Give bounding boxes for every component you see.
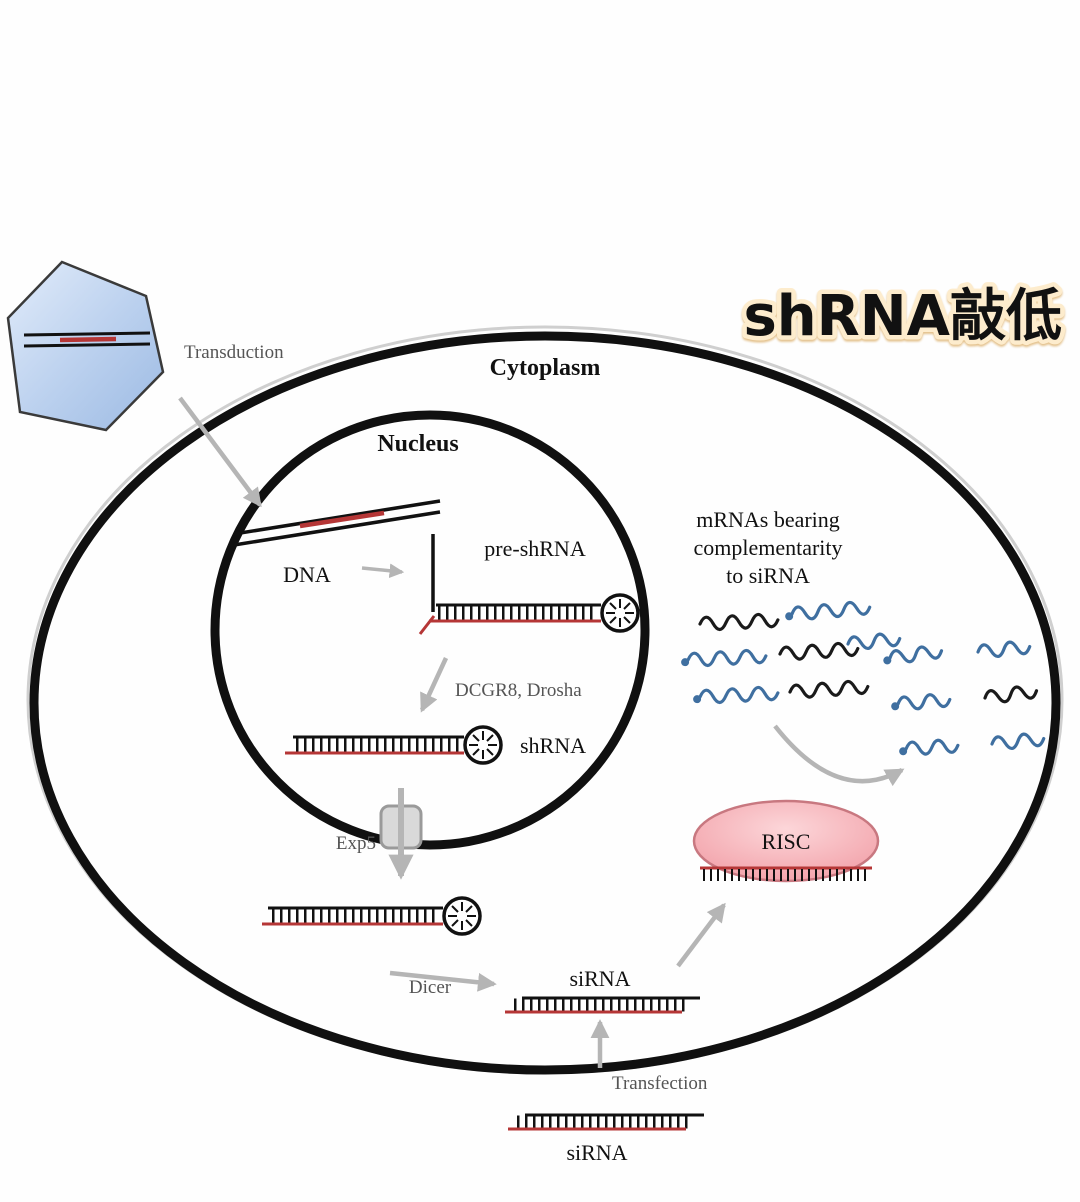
dcgr8-drosha-label: DCGR8, Drosha <box>455 680 582 701</box>
sirna-duplex-outside <box>508 1113 704 1131</box>
dna-label: DNA <box>283 562 331 587</box>
pre-shrna-label: pre-shRNA <box>484 536 586 561</box>
mrna-end-dot <box>883 656 892 665</box>
mrna-end-dot <box>785 612 794 621</box>
sirna-to-risc-arrow <box>676 902 726 968</box>
mrna-strand <box>698 611 780 633</box>
mrna-end-dot <box>899 747 908 756</box>
mrna-strand <box>681 647 768 669</box>
virus-particle <box>6 260 165 432</box>
dicer-arrow <box>389 970 497 992</box>
risc-complex: RISC <box>692 799 880 883</box>
mrna-fragment <box>883 642 944 667</box>
nucleus-membrane <box>210 410 650 850</box>
mrna-group-intact <box>681 599 902 706</box>
risc-bound-sirna <box>700 866 872 881</box>
diagram-title: shRNA敲低 <box>743 284 1062 349</box>
mrna-fragment <box>989 730 1046 753</box>
shrna-label: shRNA <box>520 733 586 758</box>
sirna-label-outside: siRNA <box>566 1140 627 1165</box>
mrna-strand <box>787 678 870 701</box>
hairpin-loop-icon <box>463 725 503 765</box>
mrna-fragment <box>975 638 1032 661</box>
mrna-cleavage-arrow <box>773 724 905 787</box>
mrna-fragment <box>891 691 952 713</box>
mrna-end-dot <box>693 695 702 704</box>
nucleus-label: Nucleus <box>377 431 458 457</box>
transfection-label: Transfection <box>612 1073 708 1094</box>
mrna-end-dot <box>891 702 900 711</box>
transduction-arrow <box>178 396 262 508</box>
hairpin-loop-icon <box>600 593 640 633</box>
shrna-hairpin <box>285 725 503 765</box>
hairpin-loop-icon <box>442 896 482 936</box>
dicer-label: Dicer <box>409 977 452 998</box>
mrna-fragment <box>899 737 960 758</box>
mrna-fragment <box>982 682 1039 707</box>
sirna-label-cytoplasm: siRNA <box>569 966 630 991</box>
virus-dna <box>23 331 151 348</box>
mrna-strand <box>845 630 902 653</box>
mrna-strand <box>693 684 780 706</box>
mrna-strand <box>777 640 860 663</box>
mrna-caption-line3: to siRNA <box>726 563 810 588</box>
mrna-group-cleaved <box>883 638 1046 758</box>
cytoplasm-hairpin <box>262 896 482 936</box>
pre-shrna-hairpin <box>418 534 640 635</box>
dna-double-helix <box>233 499 441 547</box>
sirna-duplex-cytoplasm <box>505 996 700 1014</box>
risc-label: RISC <box>762 829 811 854</box>
exp5-label: Exp5 <box>336 833 376 854</box>
drosha-arrow <box>419 657 449 713</box>
cytoplasm-label: Cytoplasm <box>490 355 601 381</box>
transduction-label: Transduction <box>184 342 284 363</box>
mrna-strand <box>785 599 872 623</box>
mrna-end-dot <box>681 658 690 667</box>
cell-membrane <box>29 331 1061 1075</box>
dna-to-preshrna-arrow <box>361 563 405 579</box>
mrna-caption-line2: complementarity <box>693 535 842 560</box>
mrna-caption-line1: mRNAs bearing <box>696 507 840 532</box>
